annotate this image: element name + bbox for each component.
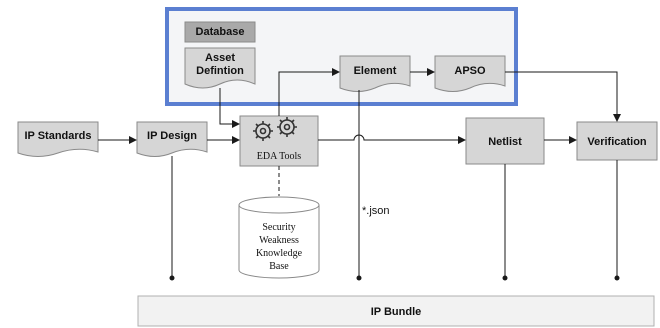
bundle-dot-json: [356, 275, 362, 281]
database-label: Database: [196, 26, 245, 38]
asset-definition-label-line1: Asset: [205, 52, 235, 64]
apso-node: APSO: [434, 55, 506, 92]
asset-definition-label-line2: Defintion: [196, 65, 244, 77]
knowledge-base-line1: Security: [262, 222, 295, 233]
apso-label: APSO: [454, 65, 486, 77]
edge-asset-eda: [219, 88, 240, 128]
netlist-label: Netlist: [488, 136, 522, 148]
verification-label: Verification: [587, 136, 647, 148]
ip-standards-node: IP Standards: [17, 121, 99, 157]
edge-apso-verification: [505, 71, 621, 122]
edge-eda-netlist: [318, 134, 466, 144]
element-label: Element: [354, 65, 397, 77]
knowledge-base-line2: Weakness: [259, 235, 299, 246]
ip-bundle-label: IP Bundle: [371, 306, 422, 318]
ip-bundle-bar: [137, 295, 655, 327]
json-label: *.json: [362, 205, 390, 217]
ip-standards-label: IP Standards: [24, 130, 91, 142]
asset-definition-node: Asset Defintion: [184, 47, 256, 89]
bundle-dot-ip-design: [169, 275, 175, 281]
bundle-dot-netlist: [502, 275, 508, 281]
element-node: Element: [339, 55, 411, 92]
edge-eda-element: [278, 68, 340, 116]
database-node: Database: [184, 21, 256, 43]
ip-design-label: IP Design: [147, 130, 197, 142]
gears-icon: [253, 117, 297, 141]
knowledge-base-node: Security Weakness Knowledge Base: [238, 196, 320, 279]
bundle-dot-verification: [614, 275, 620, 281]
verification-node: [576, 121, 658, 161]
ip-design-node: IP Design: [136, 121, 208, 157]
eda-tools-label: EDA Tools: [257, 151, 302, 162]
knowledge-base-line3: Knowledge: [256, 248, 303, 259]
eda-tools-node: EDA Tools: [239, 115, 319, 167]
netlist-node: [465, 117, 545, 165]
knowledge-base-line4: Base: [269, 261, 289, 272]
